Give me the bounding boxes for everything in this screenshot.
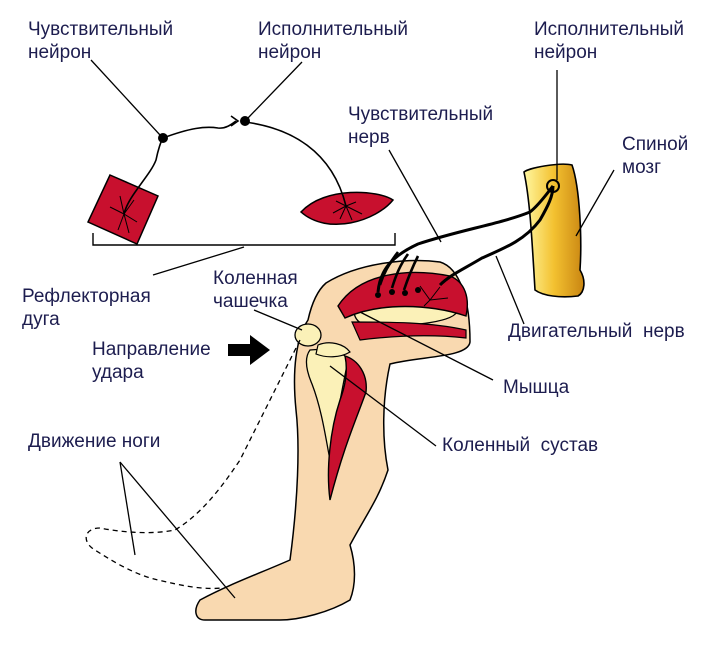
nerve-ending-dot	[402, 290, 408, 296]
spinal-cord-shape	[523, 163, 585, 298]
motor-neuron-fiber	[244, 121, 347, 207]
sensory-neuron-body	[158, 133, 168, 143]
nerve-ending-dot	[389, 289, 395, 295]
nerve-ending-dot	[375, 292, 381, 298]
label-muscle: Мышца	[503, 377, 570, 398]
label-knee-joint: Коленный сустав	[442, 435, 599, 456]
leader-lines	[90, 59, 615, 599]
label-strike-direction: Направление удара	[92, 339, 211, 383]
synapse-mark	[230, 115, 240, 127]
leg-movement-trace	[85, 339, 301, 590]
label-motor-nerve: Двигательный нерв	[508, 321, 685, 342]
label-reflex-arc: Рефлекторная дуга	[22, 286, 151, 330]
label-sensory-neuron-top: Чувствительный нейрон	[28, 19, 174, 63]
label-motor-neuron-top: Исполнительный нейрон	[258, 19, 408, 63]
sensory-receptor-square	[86, 174, 159, 245]
label-sensory-nerve: Чувствительный нерв	[348, 104, 494, 148]
label-leg-movement: Движение ноги	[28, 431, 161, 452]
nerve-ending-dot	[415, 287, 421, 293]
strike-arrow-icon	[228, 335, 270, 365]
motor-nerve-fiber	[438, 185, 555, 287]
label-motor-neuron-right: Исполнительный нейрон	[534, 19, 684, 63]
label-kneecap: Коленная чашечка	[213, 268, 298, 312]
reflex-arc-bracket	[92, 233, 396, 246]
motor-neuron-body	[240, 116, 250, 126]
effector-muscle-leaf	[299, 191, 395, 226]
label-spinal-cord: Спиной мозг	[622, 134, 689, 178]
nerve-endings	[378, 251, 420, 291]
